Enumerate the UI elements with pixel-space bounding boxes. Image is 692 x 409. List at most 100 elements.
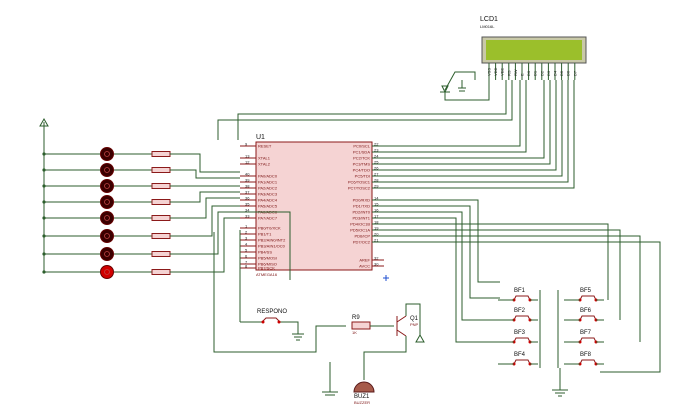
keypad-button-bf2[interactable]: BF2 <box>498 308 538 322</box>
mcu-right-pin-number: 22 <box>374 142 379 147</box>
mcu-right-pin-number: 27 <box>374 172 379 177</box>
mcu-right-pin-label: PD3/INT1 <box>352 216 370 221</box>
mcu-left-pin-number: 38 <box>245 184 250 189</box>
lcd-pin-label: D3 <box>546 70 551 76</box>
mcu-right-pin-number: 26 <box>374 166 379 171</box>
led-inner <box>104 215 110 221</box>
mcu-right-pin-number: 21 <box>374 238 379 243</box>
mcu-left-pin-label: RESET <box>258 144 272 149</box>
mcu-right-pin-number: 23 <box>374 148 379 153</box>
mcu-left-pin-number: 33 <box>245 214 250 219</box>
r9-value: 1K <box>352 330 357 335</box>
mcu-left-pin-number: 35 <box>245 202 250 207</box>
mcu-left-pin-label: PA3/ADC3 <box>258 192 278 197</box>
mcu-right-pin-label: PD0/RXD <box>353 198 370 203</box>
keypad-button-bf7[interactable]: BF7 <box>564 330 604 344</box>
lcd-pin-label: VDD <box>493 67 498 76</box>
mcu-left-pin-number: 2 <box>245 230 248 235</box>
keypad-button-bf8[interactable]: BF8 <box>564 352 604 366</box>
mcu-right-pin-label: PC5/TDI <box>355 174 370 179</box>
led-resistor <box>151 183 171 189</box>
mcu-right-pin-number: 30 <box>374 262 379 267</box>
mcu-left-pin-number: 8 <box>245 264 248 269</box>
mcu-right-pin-label: PC4/TDO <box>353 168 370 173</box>
buz-type: BUZZER <box>354 400 370 405</box>
mcu-left-pin-label: PA0/ADC0 <box>258 174 278 179</box>
mcu-right-pin-number: 14 <box>374 196 379 201</box>
lcd-pin-label: D1 <box>533 70 538 76</box>
button-label: BF5 <box>580 288 592 294</box>
keypad-button-bf4[interactable]: BF4 <box>498 352 538 366</box>
mcu-left-pin-number: 39 <box>245 178 250 183</box>
button-contact <box>579 337 597 343</box>
mcu-right-pin-label: PD2/INT0 <box>352 210 370 215</box>
button-contact <box>579 295 597 301</box>
button-contact <box>513 315 531 321</box>
led <box>100 147 114 161</box>
led-inner <box>104 233 110 239</box>
mcu-left-pin-label: PB1/T1 <box>258 232 272 237</box>
mcu-right-pin-label: PD4/OC1B <box>350 222 370 227</box>
respono-button[interactable]: RESPONO <box>239 230 304 341</box>
led <box>100 211 114 225</box>
keypad-button-bf6[interactable]: BF6 <box>564 308 604 322</box>
button-contact <box>579 315 597 321</box>
led-inner <box>104 199 110 205</box>
mcu-right-pin-label: PD5/OC1A <box>350 228 370 233</box>
led-to-mcu-wires <box>170 153 240 273</box>
mcu-right-pin-label: PC3/TMS <box>353 162 371 167</box>
led-resistor <box>151 233 171 239</box>
lcd-pin-label: D0 <box>526 70 531 76</box>
led-resistor <box>151 199 171 205</box>
keypad-button-bf1[interactable]: BF1 <box>498 288 538 302</box>
lcd-pin-label: D4 <box>553 70 558 76</box>
led-rows <box>42 147 171 279</box>
keypad-button-bf3[interactable]: BF3 <box>498 330 538 344</box>
mcu-left-pin-label: PA5/ADC5 <box>258 204 278 209</box>
q1-name: Q1 <box>410 316 419 322</box>
mcu-left-pin-label: PA1/ADC1 <box>258 180 278 185</box>
led-inner <box>104 183 110 189</box>
led-inner <box>104 251 110 257</box>
respono-label: RESPONO <box>257 309 287 315</box>
button-label: BF6 <box>580 308 592 314</box>
lcd-name: LCD1 <box>480 16 498 23</box>
mcu-left-pin-label: XTAL1 <box>258 156 271 161</box>
led <box>100 265 114 279</box>
button-label: BF8 <box>580 352 592 358</box>
mcu-right-pin-label: AREF <box>359 258 370 263</box>
led-resistor <box>151 215 171 221</box>
lcd-pin-label: RS <box>506 70 511 76</box>
mcu-model: ATMEGA16 <box>256 272 278 277</box>
mcu-left-pin-number: 13 <box>245 154 250 159</box>
mcu-right-pin-label: PD1/TXD <box>353 204 370 209</box>
mcu-right-pin-label: PD7/OC2 <box>353 240 371 245</box>
mcu-left-pin-label: PB3/AIN1/OC0 <box>258 244 286 249</box>
button-label: BF4 <box>514 352 526 358</box>
mcu-right-pin-label: PC7/TOSC2 <box>348 186 371 191</box>
mcu-right-pin-number: 17 <box>374 214 379 219</box>
mcu-left-pin-number: 40 <box>245 172 250 177</box>
mcu-left-pin-number: 3 <box>245 236 248 241</box>
led <box>100 247 114 261</box>
keypad-wires <box>240 199 661 373</box>
button-contact <box>579 359 597 365</box>
mcu-left-pin-number: 1 <box>245 224 248 229</box>
mcu-left-pin-label: PA2/ADC2 <box>258 186 278 191</box>
mcu-right-pin-number: 20 <box>374 232 379 237</box>
mcu-left-pin-number: 5 <box>245 248 248 253</box>
mcu-left-pin-label: PB2/AIN0/INT2 <box>258 238 286 243</box>
keypad-button-bf5[interactable]: BF5 <box>564 288 604 302</box>
led <box>100 229 114 243</box>
mcu-right-pin-label: PC0/SCL <box>353 144 370 149</box>
mcu-left-pin-label: PB6/MISO <box>258 262 277 267</box>
mcu-right-pin-number: 16 <box>374 208 379 213</box>
led <box>100 195 114 209</box>
lcd-pin-label: D7 <box>572 70 577 76</box>
led-resistor <box>151 269 171 275</box>
